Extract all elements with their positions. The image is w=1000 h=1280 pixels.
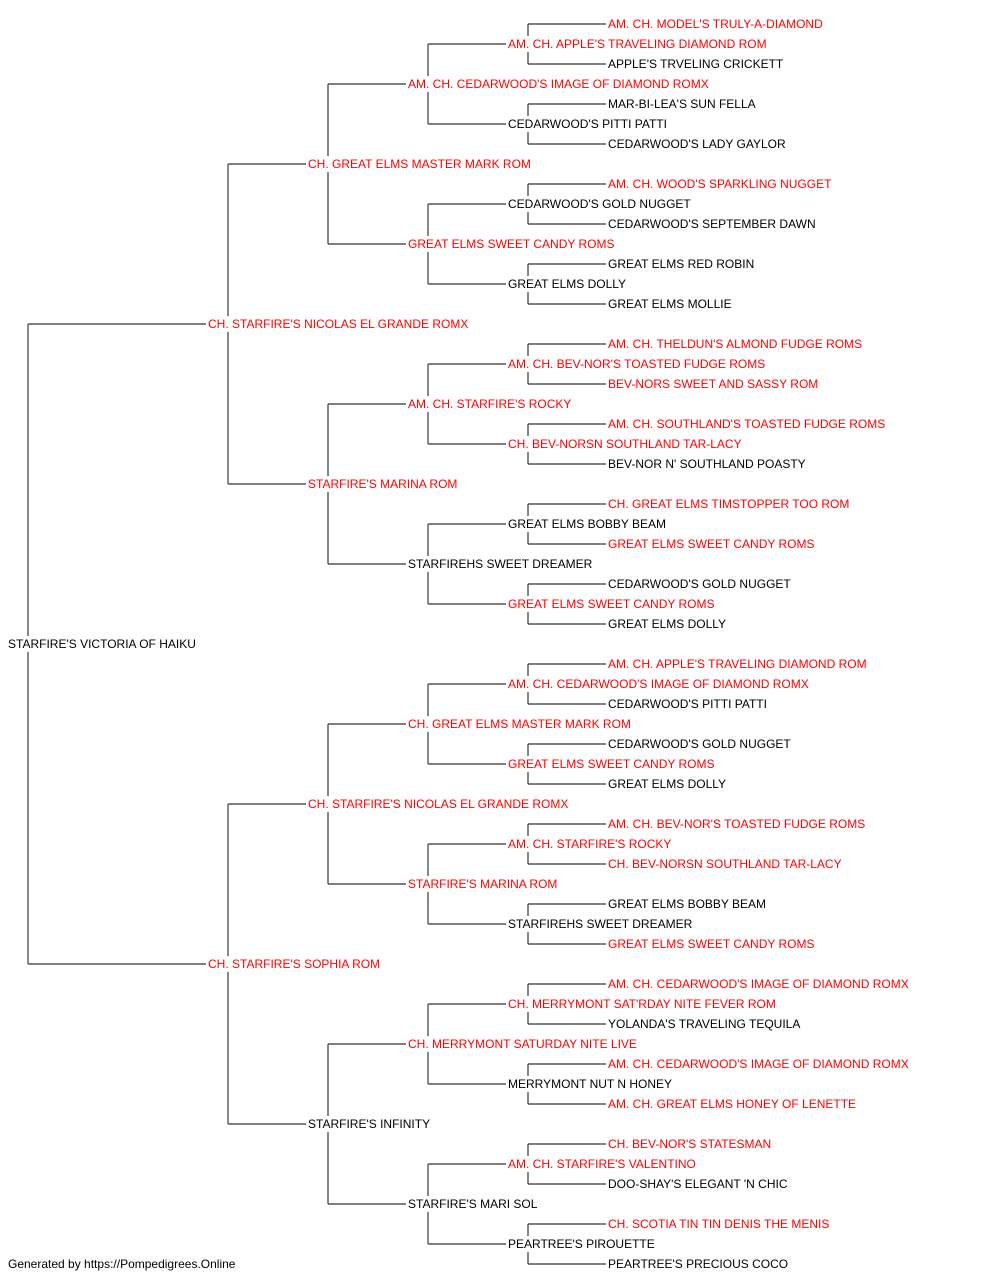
dog-name-sire-sire-dam-dam: GREAT ELMS DOLLY bbox=[508, 277, 627, 291]
dog-name-dam-dam-dam-sire-dam: DOO-SHAY'S ELEGANT 'N CHIC bbox=[608, 1177, 788, 1191]
dog-name-dam-sire-sire: CH. GREAT ELMS MASTER MARK ROM bbox=[408, 717, 631, 731]
dog-name-sire-sire-dam-dam-sire: GREAT ELMS RED ROBIN bbox=[608, 257, 755, 271]
dog-name-sire-sire-sire: AM. CH. CEDARWOOD'S IMAGE OF DIAMOND ROM… bbox=[408, 77, 709, 91]
dog-name-sire-dam-dam-sire-sire: CH. GREAT ELMS TIMSTOPPER TOO ROM bbox=[608, 497, 850, 511]
dog-name-sire-sire-dam-sire: CEDARWOOD'S GOLD NUGGET bbox=[508, 197, 691, 211]
dog-name-dam-dam-sire: CH. MERRYMONT SATURDAY NITE LIVE bbox=[408, 1037, 637, 1051]
dog-name-dam: CH. STARFIRE'S SOPHIA ROM bbox=[208, 957, 381, 971]
dog-name-sire-dam-sire-sire: AM. CH. BEV-NOR'S TOASTED FUDGE ROMS bbox=[508, 357, 766, 371]
dog-name-sire-dam-sire-sire-sire: AM. CH. THELDUN'S ALMOND FUDGE ROMS bbox=[608, 337, 863, 351]
dog-name-dam-sire-sire-dam-dam: GREAT ELMS DOLLY bbox=[608, 777, 727, 791]
dog-name-dam-sire: CH. STARFIRE'S NICOLAS EL GRANDE ROMX bbox=[308, 797, 569, 811]
dog-name-dam-sire-dam-dam-dam: GREAT ELMS SWEET CANDY ROMS bbox=[608, 937, 815, 951]
dog-name-dam-dam-sire-sire-sire: AM. CH. CEDARWOOD'S IMAGE OF DIAMOND ROM… bbox=[608, 977, 909, 991]
dog-name-sire-sire-dam-sire-sire: AM. CH. WOOD'S SPARKLING NUGGET bbox=[608, 177, 832, 191]
dog-name-dam-sire-dam-sire: AM. CH. STARFIRE'S ROCKY bbox=[508, 837, 672, 851]
dog-name-dam-dam-sire-sire-dam: YOLANDA'S TRAVELING TEQUILA bbox=[608, 1017, 801, 1031]
dog-name-sire-dam-sire-sire-dam: BEV-NORS SWEET AND SASSY ROM bbox=[608, 377, 819, 391]
footer-credit: Generated by https://Pompedigrees.Online bbox=[8, 1257, 236, 1271]
dog-name-sire-dam-dam-dam-sire: CEDARWOOD'S GOLD NUGGET bbox=[608, 577, 791, 591]
dog-name-dam-dam-dam-dam-dam: PEARTREE'S PRECIOUS COCO bbox=[608, 1257, 789, 1271]
dog-name-sire-sire-dam-sire-dam: CEDARWOOD'S SEPTEMBER DAWN bbox=[608, 217, 816, 231]
dog-name-dam-sire-dam-sire-dam: CH. BEV-NORSN SOUTHLAND TAR-LACY bbox=[608, 857, 842, 871]
dog-name-sire-sire-sire-dam-dam: CEDARWOOD'S LADY GAYLOR bbox=[608, 137, 786, 151]
dog-name-sire-sire: CH. GREAT ELMS MASTER MARK ROM bbox=[308, 157, 531, 171]
dog-name-dam-sire-sire-sire-dam: CEDARWOOD'S PITTI PATTI bbox=[608, 697, 767, 711]
dog-name-sire-dam-sire: AM. CH. STARFIRE'S ROCKY bbox=[408, 397, 572, 411]
dog-name-dam-dam: STARFIRE'S INFINITY bbox=[308, 1117, 431, 1131]
dog-name-dam-dam-dam-sire: AM. CH. STARFIRE'S VALENTINO bbox=[508, 1157, 696, 1171]
dog-name-dam-dam-dam-dam-sire: CH. SCOTIA TIN TIN DENIS THE MENIS bbox=[608, 1217, 830, 1231]
dog-name-sire-dam-dam: STARFIREHS SWEET DREAMER bbox=[408, 557, 593, 571]
dog-name-sire-dam-sire-dam: CH. BEV-NORSN SOUTHLAND TAR-LACY bbox=[508, 437, 742, 451]
dog-name-dam-sire-sire-dam-sire: CEDARWOOD'S GOLD NUGGET bbox=[608, 737, 791, 751]
dog-name-subject: STARFIRE'S VICTORIA OF HAIKU bbox=[8, 637, 196, 651]
dog-name-dam-sire-sire-sire: AM. CH. CEDARWOOD'S IMAGE OF DIAMOND ROM… bbox=[508, 677, 809, 691]
dog-name-sire-sire-sire-dam: CEDARWOOD'S PITTI PATTI bbox=[508, 117, 667, 131]
dog-name-dam-sire-dam-dam: STARFIREHS SWEET DREAMER bbox=[508, 917, 693, 931]
dog-name-sire-dam-dam-dam-dam: GREAT ELMS DOLLY bbox=[608, 617, 727, 631]
dog-name-dam-dam-sire-dam-sire: AM. CH. CEDARWOOD'S IMAGE OF DIAMOND ROM… bbox=[608, 1057, 909, 1071]
dog-name-dam-dam-sire-dam-dam: AM. CH. GREAT ELMS HONEY OF LENETTE bbox=[608, 1097, 857, 1111]
dog-name-dam-sire-dam-dam-sire: GREAT ELMS BOBBY BEAM bbox=[608, 897, 767, 911]
dog-name-sire-sire-dam-dam-dam: GREAT ELMS MOLLIE bbox=[608, 297, 732, 311]
dog-name-sire-sire-dam: GREAT ELMS SWEET CANDY ROMS bbox=[408, 237, 615, 251]
dog-name-dam-sire-sire-dam: GREAT ELMS SWEET CANDY ROMS bbox=[508, 757, 715, 771]
dog-name-sire-sire-sire-sire-sire: AM. CH. MODEL'S TRULY-A-DIAMOND bbox=[608, 17, 823, 31]
dog-name-dam-sire-dam: STARFIRE'S MARINA ROM bbox=[408, 877, 558, 891]
dog-name-dam-sire-dam-sire-sire: AM. CH. BEV-NOR'S TOASTED FUDGE ROMS bbox=[608, 817, 866, 831]
dog-name-sire: CH. STARFIRE'S NICOLAS EL GRANDE ROMX bbox=[208, 317, 469, 331]
dog-name-sire-dam-dam-dam: GREAT ELMS SWEET CANDY ROMS bbox=[508, 597, 715, 611]
dog-name-sire-sire-sire-dam-sire: MAR-BI-LEA'S SUN FELLA bbox=[608, 97, 756, 111]
dog-name-sire-dam: STARFIRE'S MARINA ROM bbox=[308, 477, 458, 491]
dog-name-sire-dam-dam-sire-dam: GREAT ELMS SWEET CANDY ROMS bbox=[608, 537, 815, 551]
dog-name-sire-dam-sire-dam-dam: BEV-NOR N' SOUTHLAND POASTY bbox=[608, 457, 806, 471]
dog-name-dam-dam-sire-sire: CH. MERRYMONT SAT'RDAY NITE FEVER ROM bbox=[508, 997, 776, 1011]
dog-name-sire-dam-sire-dam-sire: AM. CH. SOUTHLAND'S TOASTED FUDGE ROMS bbox=[608, 417, 886, 431]
dog-name-dam-dam-sire-dam: MERRYMONT NUT N HONEY bbox=[508, 1077, 673, 1091]
dog-name-sire-dam-dam-sire: GREAT ELMS BOBBY BEAM bbox=[508, 517, 667, 531]
dog-name-dam-dam-dam-dam: PEARTREE'S PIROUETTE bbox=[508, 1237, 655, 1251]
dog-name-dam-dam-dam-sire-sire: CH. BEV-NOR'S STATESMAN bbox=[608, 1137, 772, 1151]
dog-name-sire-sire-sire-sire: AM. CH. APPLE'S TRAVELING DIAMOND ROM bbox=[508, 37, 767, 51]
dog-name-sire-sire-sire-sire-dam: APPLE'S TRVELING CRICKETT bbox=[608, 57, 784, 71]
dog-name-dam-dam-dam: STARFIRE'S MARI SOL bbox=[408, 1197, 538, 1211]
dog-name-dam-sire-sire-sire-sire: AM. CH. APPLE'S TRAVELING DIAMOND ROM bbox=[608, 657, 867, 671]
